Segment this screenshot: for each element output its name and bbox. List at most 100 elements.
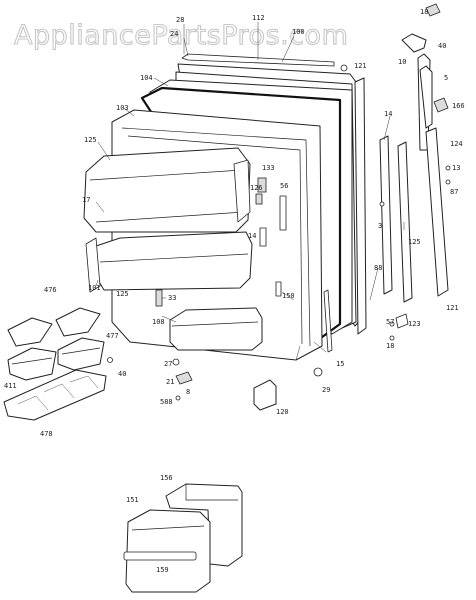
bin-411-rim xyxy=(11,357,53,365)
label-14-bracket: 14 xyxy=(248,232,256,240)
label-166: 166 xyxy=(452,102,465,110)
drawer-handle-159 xyxy=(123,551,197,561)
label-100: 100 xyxy=(292,28,305,36)
part-56 xyxy=(279,195,287,231)
label-126: 126 xyxy=(250,184,263,192)
label-8: 8 xyxy=(186,388,190,396)
part-21 xyxy=(175,371,193,385)
door-shelf-lower xyxy=(169,307,263,351)
part-150 xyxy=(275,281,282,297)
label-588: 588 xyxy=(160,398,173,406)
label-3: 3 xyxy=(378,222,382,230)
door-shelf-middle xyxy=(85,231,253,293)
hinge-piece-5 xyxy=(419,65,433,129)
label-123: 123 xyxy=(408,320,421,328)
liner-inner-edge xyxy=(121,127,311,347)
rack-divider-1 xyxy=(17,395,49,411)
hinge-top-40 xyxy=(401,33,427,53)
bin-housing-156 xyxy=(165,483,243,567)
label-15: 15 xyxy=(336,360,344,368)
part-29 xyxy=(313,367,323,377)
label-121-handle: 121 xyxy=(446,304,459,312)
crisper-drawer-rim xyxy=(131,525,205,531)
label-18-bottom: 18 xyxy=(386,342,394,350)
label-159: 159 xyxy=(156,566,169,574)
label-28: 28 xyxy=(176,16,184,24)
rack-divider-2 xyxy=(43,383,75,399)
screw-8 xyxy=(175,395,181,401)
leader-lines xyxy=(95,22,405,361)
small-door-parts xyxy=(107,177,323,411)
label-103: 103 xyxy=(116,104,129,112)
liner-inner-edge-2 xyxy=(127,135,303,345)
part-126 xyxy=(255,193,263,205)
label-29: 29 xyxy=(322,386,330,394)
label-121: 121 xyxy=(354,62,367,70)
label-27: 27 xyxy=(164,360,172,368)
label-101: 101 xyxy=(88,284,101,292)
left-bin-set xyxy=(3,307,107,421)
screw-27 xyxy=(172,358,180,366)
label-87: 87 xyxy=(450,188,458,196)
part-18-top xyxy=(425,3,441,17)
part-120 xyxy=(253,379,277,411)
screw-3 xyxy=(379,201,385,207)
label-120: 120 xyxy=(276,408,289,416)
label-125-shelf: 125 xyxy=(116,290,129,298)
hinge-and-handle-parts xyxy=(340,3,451,341)
screw-13 xyxy=(445,165,451,171)
bin-rack-478 xyxy=(3,369,107,421)
screw-18 xyxy=(389,335,395,341)
part-33 xyxy=(155,289,163,307)
bin-housing-top-edge xyxy=(185,484,238,501)
label-150: 150 xyxy=(282,292,295,300)
label-476: 476 xyxy=(44,286,57,294)
label-18: 18 xyxy=(420,8,428,16)
dairy-hinge-right xyxy=(233,159,251,223)
bin-411-left xyxy=(7,347,57,381)
part-123 xyxy=(395,313,409,329)
label-5: 5 xyxy=(444,74,448,82)
label-40-top: 40 xyxy=(438,42,446,50)
handle-strip-14 xyxy=(379,135,393,295)
part-133 xyxy=(257,177,267,193)
label-156: 156 xyxy=(160,474,173,482)
gasket-strip-15 xyxy=(323,289,333,353)
bottom-bin-assembly xyxy=(123,483,243,593)
bin-476-right xyxy=(55,307,101,337)
label-125-handle: 125 xyxy=(408,238,421,246)
label-14-top: 14 xyxy=(384,110,392,118)
label-411: 411 xyxy=(4,382,17,390)
handle-121 xyxy=(425,127,449,297)
side-strip-88 xyxy=(354,77,367,335)
dairy-door-lower-edge xyxy=(95,211,245,223)
label-478: 478 xyxy=(40,430,53,438)
lower-door-bin xyxy=(169,307,263,351)
label-33: 33 xyxy=(168,294,176,302)
label-13: 13 xyxy=(452,164,460,172)
screw-121 xyxy=(340,64,348,72)
part-14-bracket xyxy=(259,227,267,247)
part-166 xyxy=(433,97,449,113)
handle-125 xyxy=(397,141,413,303)
label-124: 124 xyxy=(450,140,463,148)
bin-477-right xyxy=(57,337,105,371)
dairy-door-crease xyxy=(89,169,243,181)
bin-477-rim xyxy=(61,347,101,355)
label-40-screw: 40 xyxy=(118,370,126,378)
label-56: 56 xyxy=(280,182,288,190)
label-125-dairy: 125 xyxy=(84,136,97,144)
screw-40 xyxy=(107,357,113,363)
label-88: 88 xyxy=(374,264,382,272)
label-108: 108 xyxy=(152,318,165,326)
door-shelf-end-left xyxy=(85,237,101,293)
lower-bin-rim xyxy=(171,321,259,327)
label-17: 17 xyxy=(82,196,90,204)
rack-divider-3 xyxy=(69,375,99,389)
screw-87 xyxy=(445,179,451,185)
watermark-text: AppliancePartsPros.com xyxy=(14,20,348,51)
crisper-drawer-151 xyxy=(125,509,211,593)
label-112: 112 xyxy=(252,14,265,22)
label-57: 57 xyxy=(386,318,394,326)
